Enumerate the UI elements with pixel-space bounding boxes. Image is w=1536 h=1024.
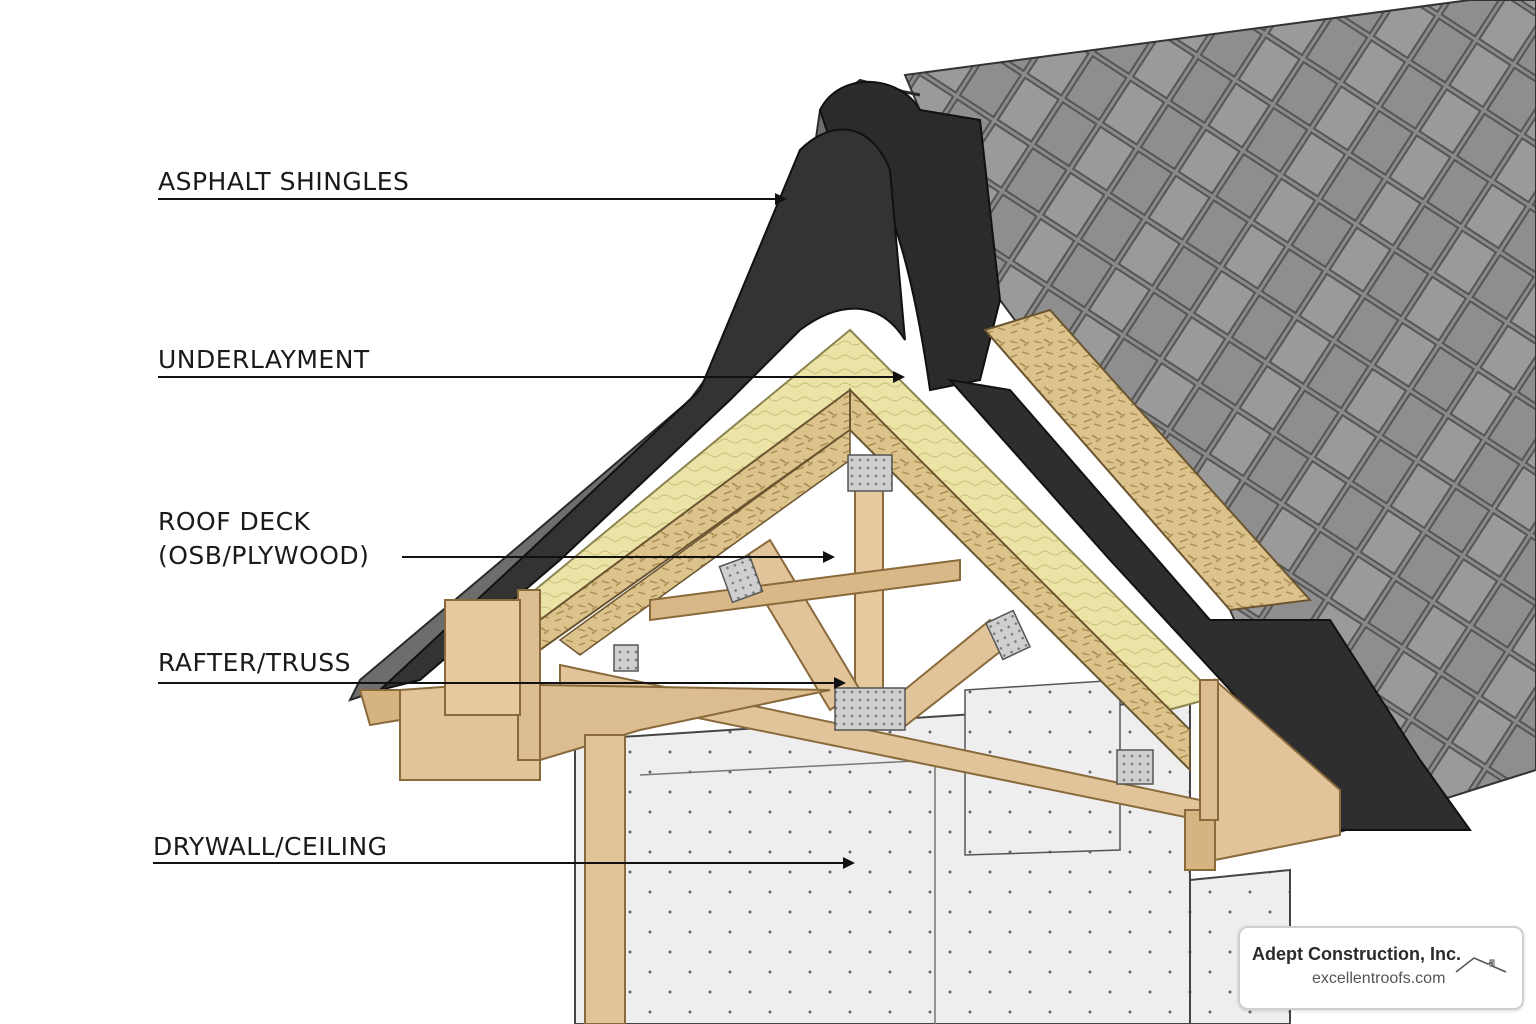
- roof-deck-osb-left2: [558, 428, 851, 656]
- company-logo-badge: Adept Construction, Inc. excellentroofs.…: [1238, 926, 1524, 1010]
- house-roof-icon: [1455, 957, 1507, 973]
- label-asphalt-shingles: ASPHALT SHINGLES: [158, 167, 410, 196]
- label-roof-deck-material: (OSB/PLYWOOD): [158, 541, 370, 570]
- gusset-plates: [613, 454, 1154, 785]
- label-underlayment: UNDERLAYMENT: [158, 345, 370, 374]
- roof-deck-osb-right: [983, 308, 1313, 612]
- company-website: excellentroofs.com: [1312, 970, 1446, 987]
- label-roof-deck: ROOF DECK: [158, 507, 311, 536]
- lumber-posts-beams: [358, 589, 1341, 1024]
- roof-deck-osb-right2: [849, 387, 1191, 773]
- label-rafter-truss: RAFTER/TRUSS: [158, 648, 351, 677]
- underlayment-left: [379, 128, 906, 691]
- company-name: Adept Construction, Inc.: [1252, 944, 1461, 964]
- leader-lines: [153, 193, 905, 869]
- underlayment-right-strip: [947, 378, 1472, 831]
- label-drywall-ceiling: DRYWALL/CEILING: [153, 832, 388, 861]
